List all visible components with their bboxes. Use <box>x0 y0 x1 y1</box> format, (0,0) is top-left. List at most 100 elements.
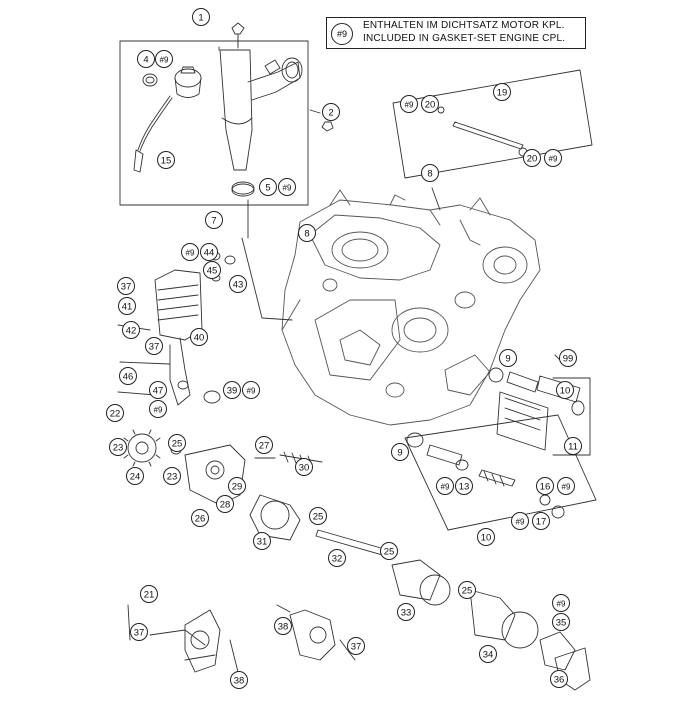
leader-lines <box>218 34 321 239</box>
note-ref-badge: #9 <box>331 23 353 45</box>
callout-circle <box>168 434 186 452</box>
callout-label: 37 <box>351 641 362 652</box>
part-number-callout-16: 16 <box>536 477 554 495</box>
callout-label: 4 <box>143 54 148 65</box>
callout-circle <box>544 149 562 167</box>
callout-label: 20 <box>527 153 538 164</box>
camshaft-group-frame <box>392 69 593 179</box>
callout-label: 13 <box>459 481 470 492</box>
part-number-callout-29: 29 <box>228 477 246 495</box>
part-number-callout-20: 20 <box>523 149 541 167</box>
part-number-callout-47: 47 <box>149 381 167 399</box>
part-number-callout-37: 37 <box>145 337 163 355</box>
callout-label: 37 <box>149 341 160 352</box>
callout-label: 23 <box>167 471 178 482</box>
gasket-ref-callout: #9 <box>149 400 167 418</box>
callout-circle <box>511 512 529 530</box>
callout-label: #9 <box>562 482 571 491</box>
part-number-callout-30: 30 <box>295 458 313 476</box>
callout-label: 8 <box>304 228 309 239</box>
part-number-callout-4: 4 <box>137 50 155 68</box>
part-number-callout-40: 40 <box>190 328 208 346</box>
part-number-callout-20: 20 <box>421 95 439 113</box>
callout-circle <box>477 528 495 546</box>
part-number-callout-17: 17 <box>532 512 550 530</box>
callout-circle <box>328 549 346 567</box>
part-number-callout-8: 8 <box>421 164 439 182</box>
callout-circle <box>458 581 476 599</box>
part-number-callout-9: 9 <box>499 349 517 367</box>
part-number-callout-25: 25 <box>458 581 476 599</box>
part-number-callout-37: 37 <box>347 637 365 655</box>
callout-circle <box>552 594 570 612</box>
callout-circle <box>421 164 439 182</box>
part-number-callout-37: 37 <box>117 277 135 295</box>
callout-circle <box>309 507 327 525</box>
gasket-ref-callout: #9 <box>155 50 173 68</box>
callout-label: 47 <box>153 385 164 396</box>
part-number-callout-99: 99 <box>559 349 577 367</box>
callout-label: 16 <box>540 481 551 492</box>
callout-label: 36 <box>554 674 565 685</box>
callout-circle <box>229 275 247 293</box>
callout-circle <box>298 224 316 242</box>
callout-circle <box>400 95 418 113</box>
callout-label: 25 <box>313 511 324 522</box>
part-number-callout-41: 41 <box>118 297 136 315</box>
part-number-callout-27: 27 <box>255 436 273 454</box>
callout-circle <box>122 321 140 339</box>
callout-circle <box>190 328 208 346</box>
part-number-callout-23: 23 <box>109 438 127 456</box>
part-number-callout-35: 35 <box>552 613 570 631</box>
callout-label: 33 <box>401 607 412 618</box>
callout-circle <box>205 211 223 229</box>
callout-circle <box>106 404 124 422</box>
callout-label: 21 <box>144 589 155 600</box>
gasket-set-note: #9 ENTHALTEN IM DICHTSATZ MOTOR KPL. INC… <box>326 17 586 49</box>
callout-label: 99 <box>563 353 574 364</box>
callout-circle <box>155 50 173 68</box>
callout-circle <box>119 367 137 385</box>
callout-label: #9 <box>247 386 256 395</box>
part-number-callout-23: 23 <box>163 467 181 485</box>
callout-label: 29 <box>232 481 243 492</box>
filler-neck-drawing <box>219 22 334 197</box>
callout-label: 35 <box>556 617 567 628</box>
callout-circle <box>157 151 175 169</box>
callout-circle <box>550 670 568 688</box>
callout-label: #9 <box>557 599 566 608</box>
callout-label: 37 <box>121 281 132 292</box>
callout-label: 7 <box>211 215 216 226</box>
engine-crankcase-drawing <box>281 189 541 426</box>
part-number-callout-26: 26 <box>191 509 209 527</box>
callout-circle <box>163 467 181 485</box>
callout-label: 8 <box>427 168 432 179</box>
callout-circle <box>391 443 409 461</box>
callout-circle <box>397 603 415 621</box>
callout-label: 23 <box>113 442 124 453</box>
dipstick-cap-drawing <box>133 66 202 173</box>
part-number-callout-21: 21 <box>140 585 158 603</box>
part-number-callout-31: 31 <box>253 532 271 550</box>
callout-circle <box>126 467 144 485</box>
callout-label: 38 <box>278 621 289 632</box>
callout-label: 25 <box>172 438 183 449</box>
part-number-callout-39: 39 <box>223 381 241 399</box>
callout-label: 41 <box>122 301 133 312</box>
bottom-left-cover-drawing <box>127 604 241 681</box>
part-number-callout-8: 8 <box>298 224 316 242</box>
callout-circle <box>295 458 313 476</box>
callout-circle <box>347 637 365 655</box>
pump-group-frame <box>404 414 597 531</box>
callout-circle <box>278 178 296 196</box>
oil-pump-gears-drawing <box>123 429 323 541</box>
callout-circle <box>149 400 167 418</box>
callout-circle <box>274 617 292 635</box>
callout-circle <box>242 381 260 399</box>
callout-circle <box>532 512 550 530</box>
callout-label: 20 <box>425 99 436 110</box>
part-number-callout-10: 10 <box>477 528 495 546</box>
pressure-valve-drawing <box>406 432 565 519</box>
part-number-callout-44: 44 <box>200 243 218 261</box>
